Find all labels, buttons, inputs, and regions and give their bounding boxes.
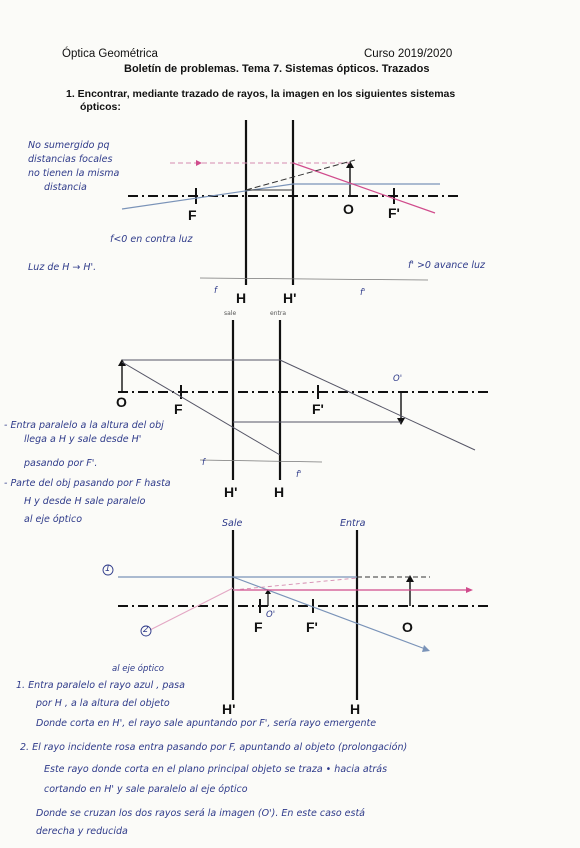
note-line: pasando por F'. bbox=[24, 458, 98, 469]
explanation-line: Donde corta en H', el rayo sale apuntand… bbox=[36, 718, 377, 729]
small-f-prime: f' bbox=[296, 470, 302, 480]
explanation-line: por H , a la altura del objeto bbox=[36, 698, 170, 709]
note-line: f' >0 avance luz bbox=[408, 260, 486, 271]
principal-plane-h-prime: H' bbox=[283, 290, 297, 306]
note-line: No sumergido pq bbox=[28, 140, 110, 151]
note-line: distancia bbox=[44, 182, 87, 193]
header-left: Óptica Geométrica bbox=[62, 48, 158, 60]
page-title: Boletín de problemas. Tema 7. Sistemas ó… bbox=[124, 63, 430, 75]
focal-point-f-prime: F' bbox=[388, 205, 400, 221]
diagram-3 bbox=[102, 530, 490, 700]
focal-point-f-prime: F' bbox=[306, 619, 318, 635]
principal-plane-h-prime: H' bbox=[224, 484, 238, 500]
small-f-prime: f' bbox=[360, 288, 366, 298]
small-f: f bbox=[202, 458, 205, 468]
explanation-line: Este rayo donde corta en el plano princi… bbox=[44, 764, 388, 775]
label-sale: Sale bbox=[222, 518, 243, 529]
note-line: al eje óptico bbox=[24, 514, 83, 525]
focal-point-f: F bbox=[188, 207, 197, 223]
principal-plane-h: H bbox=[350, 701, 361, 717]
small-label-entra: entra bbox=[270, 310, 286, 317]
note-line: - Entra paralelo a la altura del obj bbox=[4, 420, 164, 431]
focal-point-f: F bbox=[174, 401, 183, 417]
header-right: Curso 2019/2020 bbox=[364, 48, 453, 60]
problem-statement-line2: ópticos: bbox=[80, 101, 121, 113]
note-line: - Parte del obj pasando por F hasta bbox=[4, 478, 171, 489]
label-entra: Entra bbox=[340, 518, 366, 529]
problem-statement-line1: 1. Encontrar, mediante trazado de rayos,… bbox=[66, 88, 456, 100]
object-label-o: O bbox=[402, 619, 413, 635]
note-line: distancias focales bbox=[28, 154, 113, 165]
explanation-line: 2. El rayo incidente rosa entra pasando … bbox=[20, 742, 408, 753]
small-f: f bbox=[214, 286, 217, 296]
explanation-line: derecha y reducida bbox=[36, 826, 128, 837]
explanation-line: 1. Entra paralelo el rayo azul , pasa bbox=[16, 680, 185, 691]
circled-number-1: 1 bbox=[105, 564, 111, 574]
principal-plane-h-prime: H' bbox=[222, 701, 236, 717]
focal-point-f: F bbox=[254, 619, 263, 635]
principal-plane-h: H bbox=[274, 484, 285, 500]
explanation-line: Donde se cruzan los dos rayos será la im… bbox=[36, 808, 366, 819]
note-line: H y desde H sale paralelo bbox=[24, 496, 146, 507]
note-line: Luz de H → H'. bbox=[28, 262, 97, 273]
diagram-2 bbox=[118, 320, 490, 480]
object-label-o: O bbox=[116, 394, 127, 410]
note-line: f<0 en contra luz bbox=[110, 234, 193, 245]
diagram-1 bbox=[121, 120, 460, 285]
object-label-o: O bbox=[343, 201, 354, 217]
image-label-o-prime: O' bbox=[393, 374, 403, 384]
principal-plane-h: H bbox=[236, 290, 247, 306]
note-line: no tienen la misma bbox=[28, 168, 120, 179]
superscript-note: al eje óptico bbox=[112, 664, 164, 674]
focal-point-f-prime: F' bbox=[312, 401, 324, 417]
explanation-line: cortando en H' y sale paralelo al eje óp… bbox=[44, 784, 248, 795]
circled-number-2: 2 bbox=[143, 625, 149, 635]
image-label-o-prime: O' bbox=[266, 610, 276, 620]
note-line: llega a H y sale desde H' bbox=[24, 434, 142, 445]
small-label-sale: sale bbox=[224, 310, 237, 317]
